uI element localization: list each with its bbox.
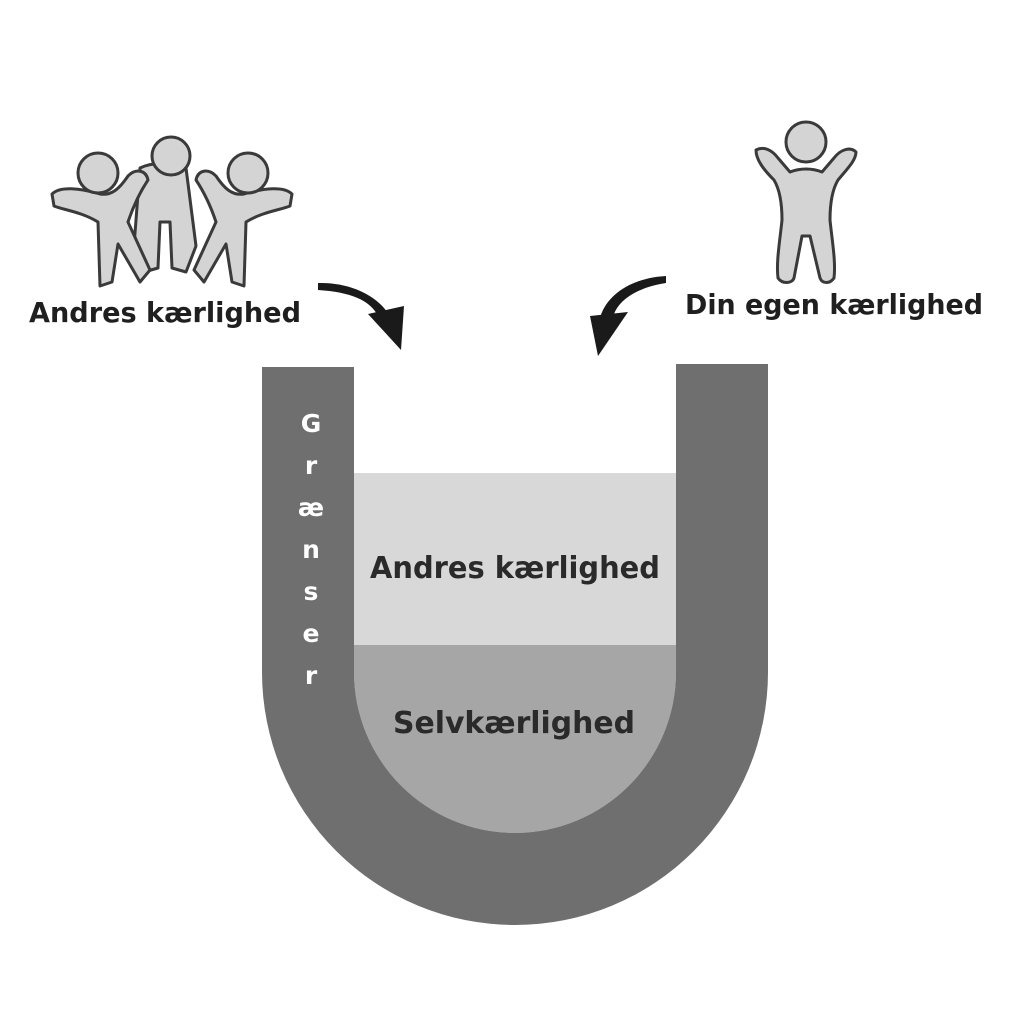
boundaries-letter: e: [303, 619, 320, 648]
boundaries-label: G r æ n s e r: [298, 409, 324, 690]
self-love-inner-label: Selvkærlighed: [393, 706, 635, 741]
group-of-people-icon: [50, 135, 294, 288]
vessel-wall: [262, 364, 768, 925]
vessel-contents: [354, 473, 676, 833]
self-love-layer: [354, 645, 676, 833]
single-person-icon: [754, 120, 858, 284]
boundaries-letter: s: [304, 577, 319, 606]
others-love-inner-label: Andres kærlighed: [370, 551, 660, 586]
boundaries-letter: n: [302, 535, 320, 564]
curved-arrow-right-icon: [590, 276, 666, 356]
boundaries-letter: æ: [298, 493, 324, 522]
boundaries-letter: r: [305, 661, 318, 690]
own-love-outer-label: Din egen kærlighed: [685, 288, 983, 321]
others-love-outer-label: Andres kærlighed: [29, 296, 301, 329]
others-love-layer: [354, 473, 676, 646]
boundaries-letter: r: [305, 451, 318, 480]
curved-arrow-left-icon: [318, 282, 404, 350]
boundaries-letter: G: [301, 409, 322, 438]
